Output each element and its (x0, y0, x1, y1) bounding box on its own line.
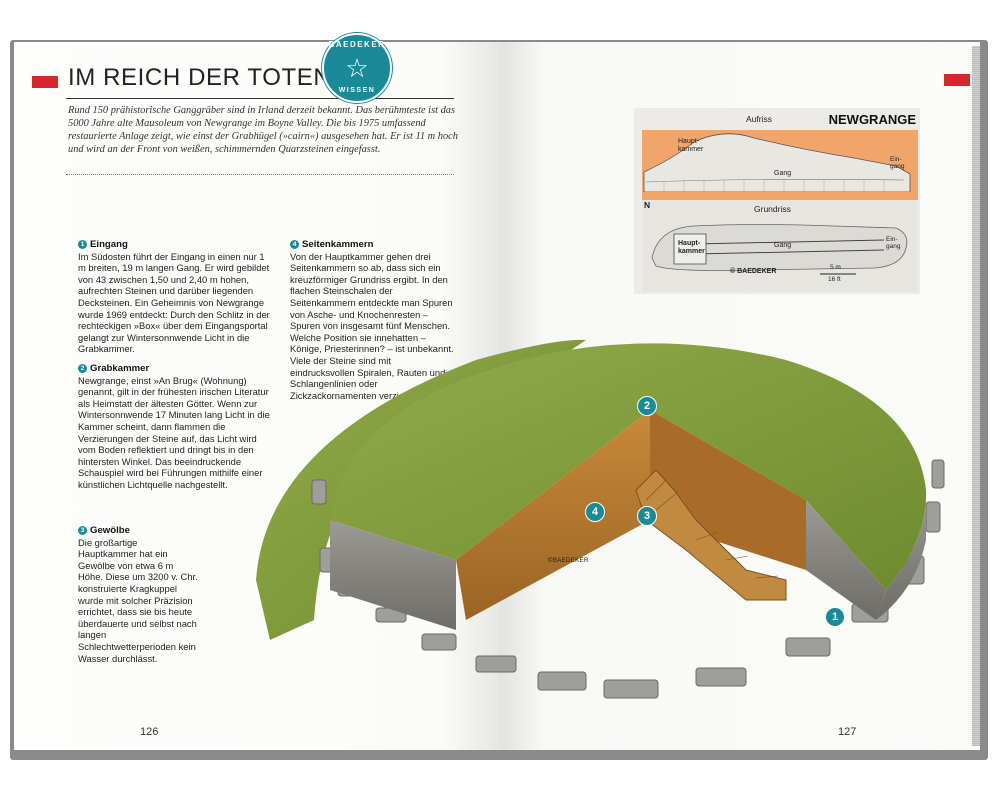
star-icon: ☆ (345, 53, 369, 83)
number-badge: 2 (78, 363, 87, 373)
label-hauptkammer-elevation: Haupt-kammer (678, 138, 704, 153)
label-gang-plan: Gang (774, 242, 792, 249)
number-badge: 1 (78, 240, 87, 249)
page-number-left: 126 (140, 726, 159, 738)
seal-text-top: BAEDEKER (328, 40, 386, 49)
page-edges (972, 46, 980, 746)
north-arrow-icon: N (644, 200, 651, 210)
intro-divider (66, 174, 454, 175)
label-gang-elevation: Gang (774, 170, 792, 177)
label-aufriss: Aufriss (746, 114, 772, 124)
newgrange-plan-diagram: NEWGRANGE Aufriss Haupt-kammer Gang Ein-… (634, 108, 920, 294)
page-title: IM REICH DER TOTEN (68, 64, 332, 91)
scale-meters: 5 m (830, 264, 841, 271)
baedeker-wissen-seal: BAEDEKER ☆ WISSEN (322, 33, 392, 103)
newgrange-mound-illustration (256, 339, 945, 699)
red-chapter-tab-right (944, 74, 970, 86)
marker-1: 1 (825, 607, 845, 627)
marker-3: 3 (637, 506, 657, 526)
section-heading: Gewölbe (90, 525, 130, 536)
illustration-copyright: ©BAEDEKER (548, 558, 589, 564)
section-body: Von der Hauptkammer gehen drei Seitenkam… (290, 250, 454, 401)
plan-title: NEWGRANGE (828, 112, 916, 127)
section-body: Die großartige Hauptkammer hat ein Gewöl… (78, 536, 198, 664)
plan-svg (642, 130, 918, 292)
label-grundriss: Grundriss (754, 204, 791, 214)
section-heading: Seitenkammern (302, 239, 374, 250)
section-heading: Grabkammer (90, 362, 150, 374)
label-eingang-plan: Ein-gang (886, 236, 901, 250)
section-heading: Eingang (90, 239, 128, 250)
page-number-right: 127 (838, 726, 857, 738)
section-body: Newgrange, einst »An Brug« (Wohnung) gen… (78, 374, 270, 490)
label-hauptkammer-plan: Haupt-kammer (678, 240, 705, 255)
scale-feet: 16 ft (828, 276, 841, 283)
marker-2: 2 (637, 396, 657, 416)
section-body: Im Südosten führt der Eingang in einen n… (78, 250, 270, 355)
marker-4: 4 (585, 502, 605, 522)
number-badge: 3 (78, 526, 87, 535)
title-rule (66, 98, 454, 99)
number-badge: 4 (290, 240, 299, 249)
seal-text-bottom: WISSEN (338, 87, 376, 94)
plan-copyright: © BAEDEKER (730, 268, 777, 275)
intro-text: Rund 150 prähistorische Ganggräber sind … (68, 105, 458, 155)
red-chapter-tab-left (32, 76, 58, 88)
label-eingang-elevation: Ein-gang (890, 156, 905, 170)
